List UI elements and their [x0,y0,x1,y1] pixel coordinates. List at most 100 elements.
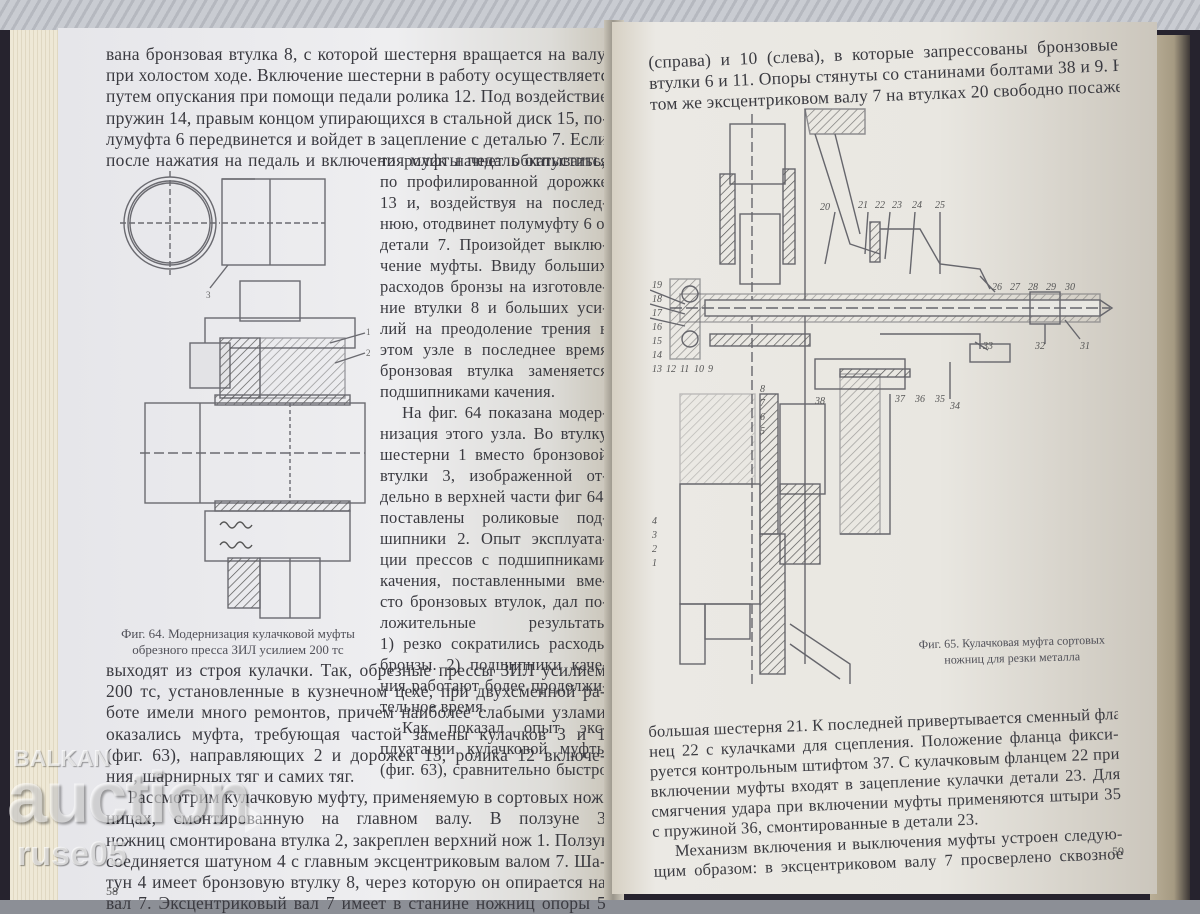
text-line: оказались муфта, требующая частой замены… [106,723,606,744]
svg-text:22: 22 [875,200,885,211]
fig64-label-1: 1 [366,327,371,337]
text-line: (фиг. 63), сравнительно быстро [380,760,608,779]
text-line: пружин 14, правым концом упирающихся в с… [106,107,606,128]
text-line: шестерни 1 вместо бронзовой [380,445,608,464]
text-line: детали 7. Произойдет выклю- [380,235,608,254]
svg-text:23: 23 [892,200,902,211]
text-line: ножниц смонтирована втулка 2, закреплен … [106,829,606,850]
text-line: шипники 2. Опыт эксплуата- [380,529,608,548]
svg-text:25: 25 [935,200,945,211]
left-page: вана бронзовая втулка 8, с которой шесте… [58,28,618,913]
caption-line: обрезного пресса ЗИЛ усилием 200 тс [132,642,344,657]
svg-text:37: 37 [894,394,906,405]
text-line: лий на преодоление трения в [380,319,608,338]
right-bottom-paragraph: большая шестерня 21. К последней приверт… [648,704,1124,882]
text-line: поставлены роликовые под- [380,508,608,527]
svg-text:31: 31 [1079,341,1090,352]
svg-text:30: 30 [1064,282,1075,293]
text-line: 1) резко сократились расходы [380,634,608,653]
text-line: бронзовая втулка заменяется [380,361,608,380]
svg-text:16: 16 [652,322,662,333]
svg-text:19: 19 [652,280,662,291]
svg-text:10: 10 [694,364,704,375]
text-line: ние втулки 8 и больших уси- [380,298,608,317]
left-top-paragraph: вана бронзовая втулка 8, с которой шесте… [106,44,606,171]
svg-text:26: 26 [992,282,1002,293]
svg-text:35: 35 [934,394,945,405]
text-line: путем опускания при помощи педали ролика… [106,86,606,107]
figure-64-drawing: 3 1 2 [110,163,380,623]
svg-text:24: 24 [912,200,922,211]
svg-text:6: 6 [760,412,765,423]
text-line: ницах, смонтированную на главном валу. В… [106,808,606,829]
page-edges-left [10,30,65,900]
svg-text:33: 33 [982,341,993,352]
svg-text:4: 4 [652,516,657,527]
svg-text:2: 2 [652,544,657,555]
text-line: ложительные результаты [380,613,608,632]
fig64-label-3: 3 [206,290,211,300]
right-page: (справа) и 10 (слева), в которые запресс… [612,22,1157,894]
text-line: (фиг. 63), направляющих 2 и дорожек 13, … [106,744,606,765]
text-line: втулки 3, изображенной от- [380,466,608,485]
svg-text:15: 15 [652,336,662,347]
text-line: низация этого узла. Во втулку [380,424,608,443]
svg-text:11: 11 [680,364,689,375]
caption-line: Фиг. 64. Модернизация кулачковой муфты [121,626,355,641]
text-line: Как показал опыт экс- [402,718,608,737]
text-line: ния работают более продолжи- [380,676,608,695]
text-line: по профилированной дорожке [380,172,608,191]
svg-text:8: 8 [760,384,765,395]
right-page-number: 59 [1112,844,1124,858]
svg-text:18: 18 [652,294,662,305]
svg-text:13: 13 [652,364,662,375]
text-line: тун 4 имеет бронзовую втулку 8, через ко… [106,872,606,893]
text-line: вал 7. Эксцентриковый вал 7 имеет в стан… [106,893,606,914]
text-line: качения, поставленными вме- [380,571,608,590]
svg-text:9: 9 [708,364,713,375]
left-page-number: 58 [106,884,118,898]
text-line: этом узле в последнее время [380,340,608,359]
text-line: при холостом ходе. Включение шестерни в … [106,65,606,86]
text-line: расходов бронзы на изготовле- [380,277,608,296]
text-line: тельное время. [380,697,488,716]
text-line: выходят из строя кулачки. Так, обрезные … [106,660,606,680]
svg-text:21: 21 [858,200,868,211]
text-line: 13 и, воздействуя на послед- [380,193,608,212]
left-bottom-paragraph: выходят из строя кулачки. Так, обрезные … [106,660,606,914]
svg-text:29: 29 [1046,282,1056,293]
text-line: плуатации кулачковой муфты [380,739,608,758]
svg-text:32: 32 [1034,341,1045,352]
svg-text:34: 34 [949,401,960,412]
svg-text:17: 17 [652,308,663,319]
svg-text:28: 28 [1028,282,1038,293]
fig64-label-2: 2 [366,348,371,358]
text-line: бронзы. 2) подшипники каче- [380,655,608,674]
text-line: ния, шарнирных тяг и самих тяг. [106,766,355,787]
text-line: дельно в верхней части фиг 64, [380,487,608,506]
svg-text:27: 27 [1010,282,1021,293]
text-line: лумуфта 6 передвинется и войдет в зацепл… [106,128,606,149]
svg-text:5: 5 [760,426,765,437]
svg-text:7: 7 [760,398,766,409]
left-side-column: то ролик начнет обкатываться по профилир… [380,150,608,780]
text-line: то ролик начнет обкатываться [380,151,608,170]
svg-text:12: 12 [666,364,676,375]
text-line: На фиг. 64 показана модер- [402,403,608,422]
svg-text:36: 36 [914,394,925,405]
text-line: Рассмотрим кулачковую муфту, применяемую… [128,787,606,808]
text-line: подшипниками качения. [380,382,556,401]
text-line: 200 тс, установленные в кузнечном цехе, … [106,681,606,702]
text-line: чение муфты. Ввиду больших [380,256,608,275]
svg-text:20: 20 [820,202,830,213]
text-line: соединяется шатуном 4 с главным эксцентр… [106,850,606,871]
svg-text:14: 14 [652,350,662,361]
text-line: вана бронзовая втулка 8, с которой шесте… [106,44,606,64]
figure-65-caption: Фиг. 65. Кулачковая муфта сортовых ножни… [902,631,1123,669]
figure-64-caption: Фиг. 64. Модернизация кулачковой муфты о… [98,626,378,658]
svg-text:38: 38 [814,396,825,407]
text-line: боте имели много ремонтов, причем наибол… [106,702,606,723]
svg-text:3: 3 [651,530,657,541]
text-line: ции прессов с подшипниками [380,550,608,569]
text-line: сто бронзовых втулок, дал по- [380,592,608,611]
